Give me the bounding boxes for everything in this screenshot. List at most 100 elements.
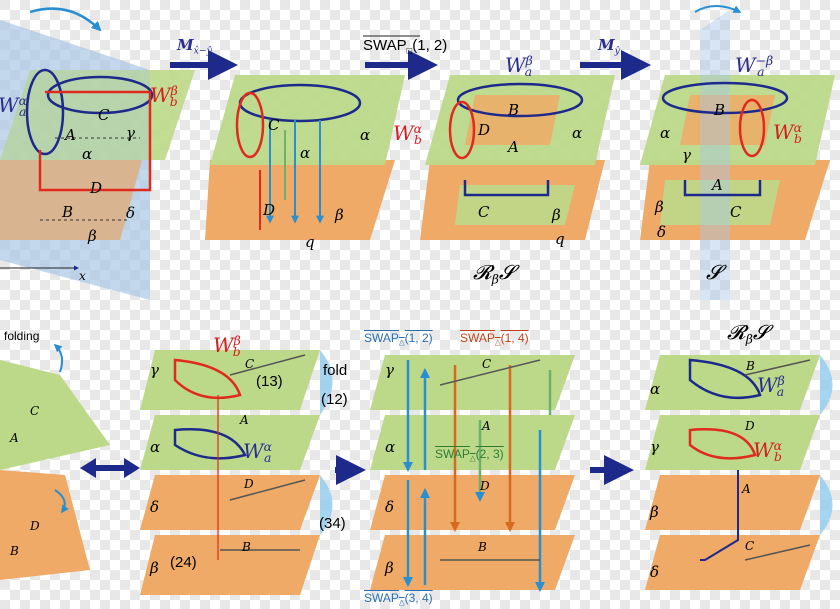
wa-alpha-label: Wαa xyxy=(243,439,272,466)
label-alpha: α xyxy=(150,438,161,456)
label-beta: β xyxy=(552,206,561,224)
layer-beta xyxy=(140,535,320,595)
panel-5-stack xyxy=(140,350,333,595)
label-beta: β xyxy=(385,559,394,577)
label-delta: δ xyxy=(657,223,667,241)
label-D: D xyxy=(480,479,490,493)
layer-delta xyxy=(645,535,820,590)
label-beta: β xyxy=(335,206,344,224)
panel-4-result xyxy=(640,5,835,300)
rotation-arrow-icon xyxy=(53,343,64,373)
label-beta: β xyxy=(655,198,664,216)
wb-beta-label: Wβb xyxy=(150,83,178,110)
op-m-xy-label: Mx̂−ŷ xyxy=(177,36,212,57)
label-34: (34) xyxy=(319,515,346,532)
panel-7-stack xyxy=(645,355,833,590)
label-C: C xyxy=(478,203,490,221)
label-delta: δ xyxy=(126,204,136,222)
folding-panel xyxy=(0,343,110,580)
label-B: B xyxy=(10,544,19,558)
label-alpha: α xyxy=(572,124,583,142)
label-gamma: γ xyxy=(385,361,394,379)
label-12: (12) xyxy=(321,391,348,408)
label-A: A xyxy=(482,419,491,433)
label-A: A xyxy=(742,482,751,496)
layer-beta xyxy=(370,535,575,590)
label-q: q xyxy=(555,230,565,248)
label-alpha-2: α xyxy=(300,144,311,162)
label-C: C xyxy=(745,539,755,553)
label-delta: δ xyxy=(385,498,395,516)
op-m-y-label: Mŷ xyxy=(598,36,620,57)
folded-upper-sheet xyxy=(0,360,110,470)
label-C: C xyxy=(30,404,40,418)
label-alpha: α xyxy=(82,145,93,163)
layer-beta xyxy=(645,475,820,530)
label-alpha: α xyxy=(385,438,396,456)
swap-23-label: SWAP△(2, 3) xyxy=(435,447,504,463)
wb-alpha-label: Wαb xyxy=(773,120,802,147)
loop-wb xyxy=(38,90,152,192)
label-D: D xyxy=(263,201,276,219)
panel-1-original xyxy=(0,7,195,300)
label-delta: δ xyxy=(150,498,160,516)
layer-alpha xyxy=(140,415,320,470)
wb-alpha-label: Wαb xyxy=(393,121,422,148)
label-B: B xyxy=(242,540,251,554)
label-D: D xyxy=(30,519,40,533)
caption-s: 𝓢 xyxy=(706,260,722,284)
wa-alpha-label: Wαa xyxy=(0,93,27,120)
loop-wa xyxy=(25,68,65,156)
wa-beta-label: Wβa xyxy=(505,53,533,80)
label-alpha: α xyxy=(650,380,661,398)
label-A: A xyxy=(10,431,19,445)
fold-12 xyxy=(320,350,333,415)
label-A: A xyxy=(508,138,519,156)
label-B: B xyxy=(714,101,726,119)
wb-beta-label: Wβb xyxy=(213,333,241,360)
label-beta: β xyxy=(88,227,97,245)
label-D: D xyxy=(90,179,103,197)
caption-r-beta-s: 𝓡β𝓢 xyxy=(727,320,769,347)
label-C: C xyxy=(482,357,492,371)
layer-gamma xyxy=(645,415,820,470)
label-delta: δ xyxy=(650,563,660,581)
mirror-plane xyxy=(700,10,730,300)
label-fold: fold xyxy=(323,362,348,379)
lower-plane xyxy=(205,160,395,240)
label-13: (13) xyxy=(256,373,283,390)
label-B: B xyxy=(62,203,74,221)
layer-gamma xyxy=(370,355,575,410)
label-C: C xyxy=(98,106,110,124)
swap-12-label: SWAP△(1, 2) xyxy=(364,331,433,347)
layer-delta xyxy=(370,475,575,530)
label-B: B xyxy=(478,540,487,554)
label-alpha: α xyxy=(360,126,371,144)
double-arrow-icon xyxy=(80,458,140,478)
label-B: B xyxy=(508,101,520,119)
label-D: D xyxy=(478,121,491,139)
label-D: D xyxy=(745,419,755,433)
fold-34 xyxy=(320,475,333,535)
label-B: B xyxy=(746,359,755,373)
label-C: C xyxy=(268,116,280,134)
label-gamma: γ xyxy=(650,438,659,456)
rotation-arrow-icon xyxy=(694,5,742,13)
caption-r-beta-s: 𝓡β𝓢 xyxy=(473,260,515,287)
label-C: C xyxy=(245,357,255,371)
wb-alpha-label: Wαb xyxy=(753,438,782,465)
panel-3-result xyxy=(420,75,615,240)
folding-label: folding xyxy=(4,329,40,343)
swap-14-label: SWAP△(1, 4) xyxy=(460,331,529,347)
label-A: A xyxy=(712,176,723,194)
label-alpha: α xyxy=(660,124,671,142)
wa-beta-label: Wβa xyxy=(757,373,785,400)
label-gamma: γ xyxy=(126,124,135,142)
x-axis-label: x xyxy=(79,269,86,283)
swap-34-label: SWAP△(3, 4) xyxy=(364,591,433,607)
label-24: (24) xyxy=(170,554,197,571)
panel-2 xyxy=(205,75,405,240)
rotation-arrow-icon xyxy=(29,7,102,32)
label-gamma: γ xyxy=(150,361,159,379)
